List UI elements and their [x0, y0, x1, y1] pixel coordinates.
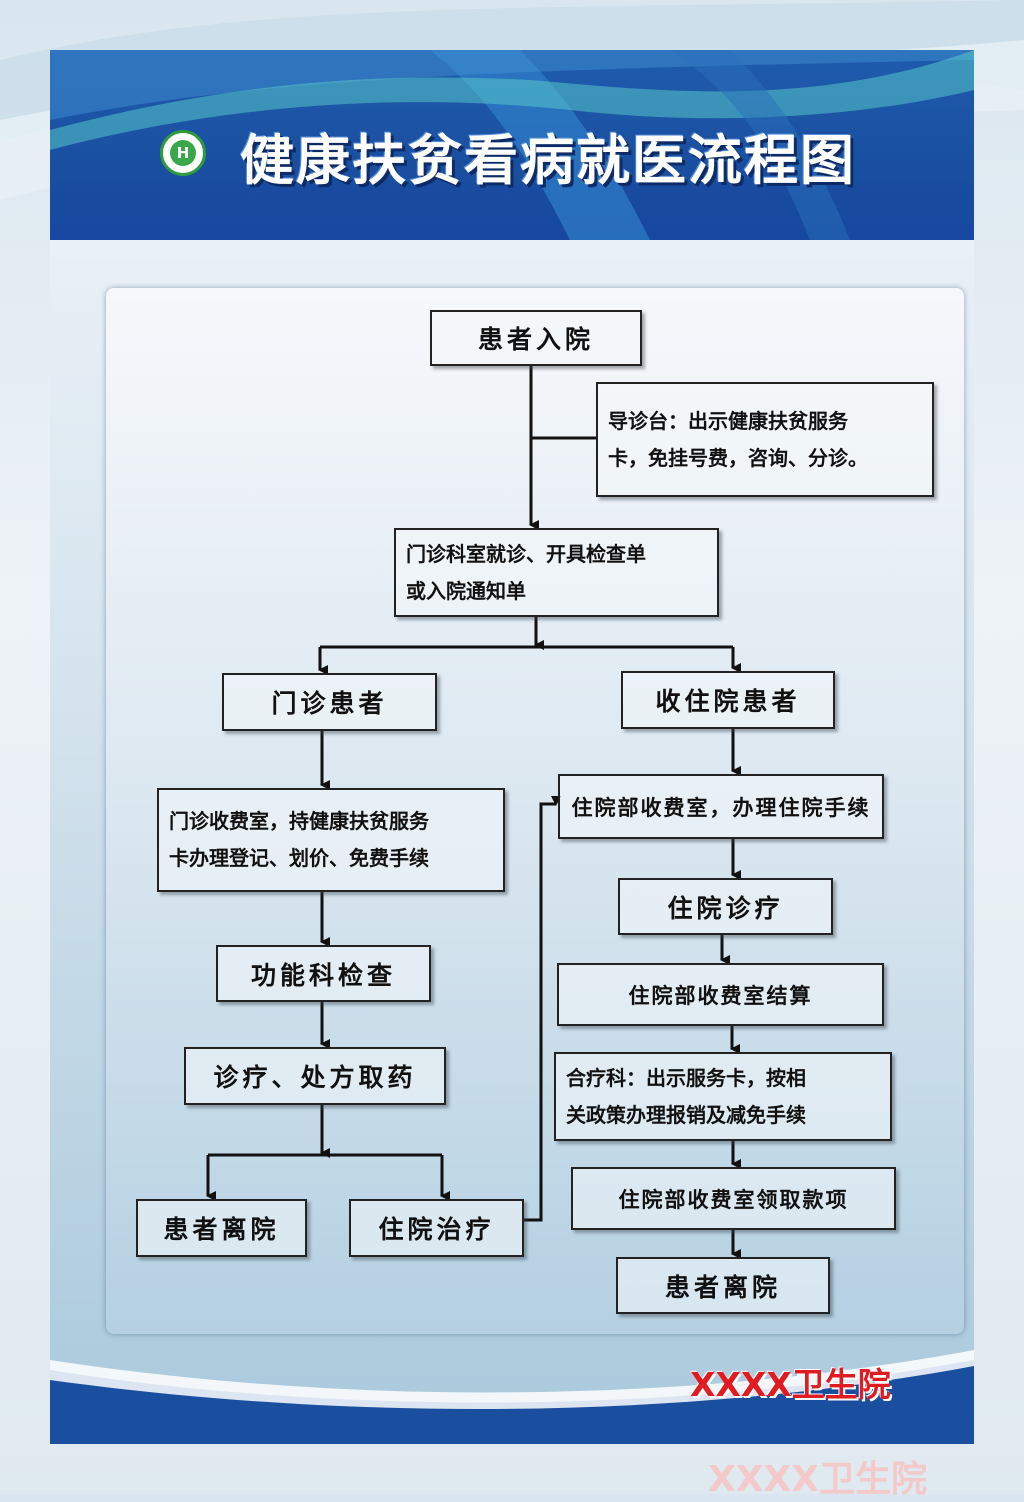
- cooperative-line-2: 关政策办理报销及减免手续: [566, 1102, 806, 1127]
- node-cooperative-medical: 合疗科：出示服务卡，按相 关政策办理报销及减免手续: [554, 1052, 892, 1141]
- node-inpatient-patient: 收住院患者: [621, 671, 835, 729]
- header-banner: H 健康扶贫看病就医流程图: [50, 50, 974, 240]
- visit-line-2: 或入院通知单: [406, 578, 526, 603]
- node-triage-desk: 导诊台：出示健康扶贫服务 卡，免挂号费，咨询、分诊。: [596, 382, 934, 497]
- visit-line-1: 门诊科室就诊、开具检查单: [406, 541, 646, 566]
- billing-line-1: 门诊收费室，持健康扶贫服务: [169, 809, 429, 833]
- node-inpatient-billing: 住院部收费室，办理住院手续: [558, 774, 884, 839]
- node-diagnosis-medicine: 诊疗、处方取药: [184, 1047, 446, 1105]
- node-inpatient-care: 住院诊疗: [618, 878, 833, 935]
- hospital-name: XXXX卫生院: [690, 1365, 891, 1404]
- footer-swoosh: [50, 1350, 974, 1444]
- node-outpatient-patient: 门诊患者: [222, 673, 437, 731]
- triage-line-2: 卡，免挂号费，咨询、分诊。: [608, 445, 868, 470]
- health-logo-icon: H: [160, 130, 206, 176]
- billing-line-2: 卡办理登记、划价、免费手续: [169, 846, 429, 870]
- connector-treatment-to-inpatient-billing: [524, 796, 561, 1222]
- node-patient-leave-left: 患者离院: [136, 1199, 307, 1257]
- node-inpatient-settlement: 住院部收费室结算: [557, 963, 884, 1026]
- node-patient-leave-right: 患者离院: [616, 1257, 830, 1314]
- triage-line-1: 导诊台：出示健康扶贫服务: [608, 408, 848, 433]
- page-title: 健康扶贫看病就医流程图: [240, 128, 856, 192]
- node-outpatient-visit: 门诊科室就诊、开具检查单 或入院通知单: [394, 528, 719, 617]
- node-hospital-treatment: 住院治疗: [349, 1199, 524, 1257]
- cooperative-line-1: 合疗科：出示服务卡，按相: [566, 1065, 806, 1090]
- node-functional-exam: 功能科检查: [216, 945, 431, 1002]
- header-swoosh: [50, 50, 974, 240]
- logo-glyph: H: [170, 140, 196, 166]
- node-patient-admit: 患者入院: [430, 310, 642, 366]
- watermark-text: XXXX卫生院: [708, 1459, 928, 1500]
- node-collect-payment: 住院部收费室领取款项: [571, 1167, 896, 1230]
- node-outpatient-billing: 门诊收费室，持健康扶贫服务 卡办理登记、划价、免费手续: [157, 788, 505, 892]
